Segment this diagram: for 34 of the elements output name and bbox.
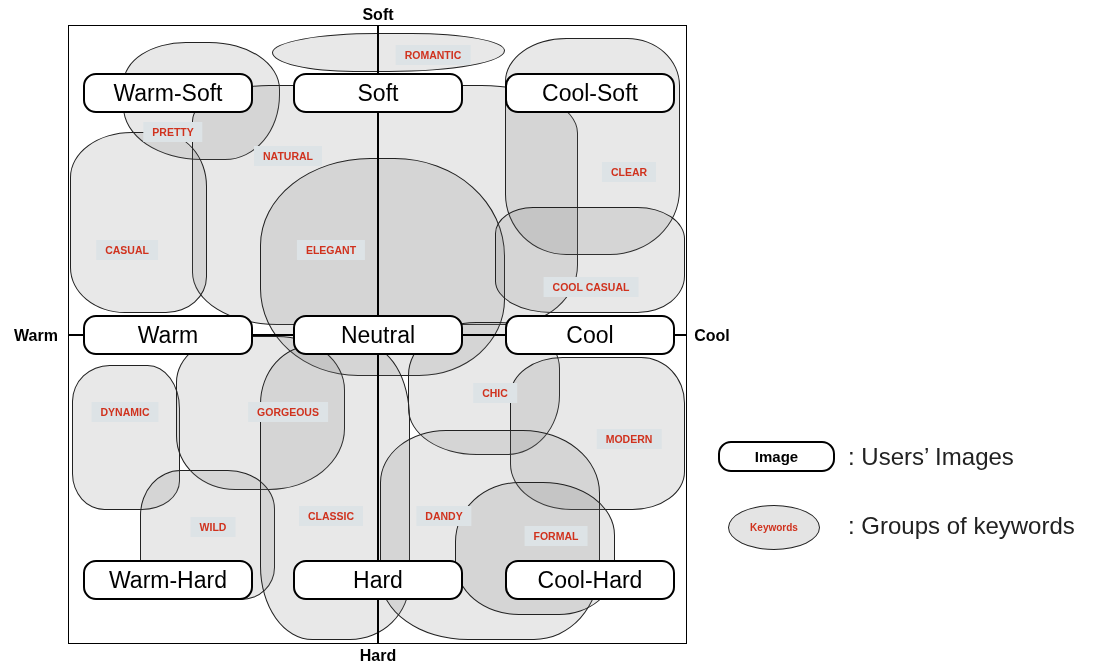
image-label-box: Cool: [505, 315, 675, 355]
image-label-box: Cool-Hard: [505, 560, 675, 600]
legend-text: : Groups of keywords: [848, 512, 1075, 540]
axis-label: Warm: [14, 327, 58, 345]
image-label-box: Warm: [83, 315, 253, 355]
keyword-group-blob: [72, 365, 180, 510]
keyword-group-blob: [510, 357, 685, 510]
keyword-label: GORGEOUS: [248, 402, 328, 422]
keyword-label: CASUAL: [96, 240, 158, 260]
keyword-label: CLASSIC: [298, 506, 364, 526]
keyword-label: FORMAL: [524, 526, 588, 546]
axis-label: Soft: [362, 6, 394, 24]
image-label-box: Hard: [293, 560, 463, 600]
keyword-label: CHIC: [473, 383, 517, 403]
image-label-box: Warm-Soft: [83, 73, 253, 113]
keyword-label: ELEGANT: [296, 240, 366, 260]
keyword-group-blob: [495, 207, 685, 313]
axis-label: Cool: [694, 327, 730, 345]
axis-label: Hard: [359, 647, 397, 665]
keyword-label: WILD: [190, 517, 236, 537]
keyword-label: COOL CASUAL: [543, 277, 639, 297]
keyword-label: ROMANTIC: [395, 45, 471, 65]
legend-sample-box: Image: [718, 441, 835, 472]
legend-sample-blob: Keywords: [728, 505, 820, 550]
image-label-box: Warm-Hard: [83, 560, 253, 600]
keyword-group-blob: [272, 33, 505, 72]
legend-text: : Users’ Images: [848, 443, 1014, 471]
keyword-label: MODERN: [596, 429, 662, 449]
keyword-label: CLEAR: [601, 162, 657, 182]
keyword-label: DYNAMIC: [91, 402, 159, 422]
image-label-box: Soft: [293, 73, 463, 113]
keyword-label: DANDY: [416, 506, 472, 526]
keyword-label: NATURAL: [254, 146, 322, 166]
keyword-label: PRETTY: [143, 122, 203, 142]
